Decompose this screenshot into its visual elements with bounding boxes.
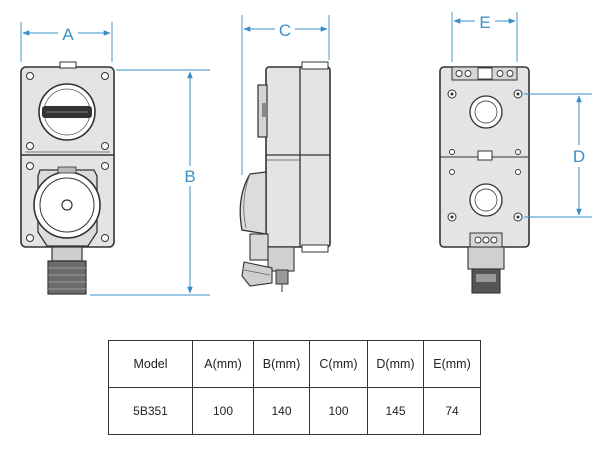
- header-c: C(mm): [309, 340, 368, 388]
- side-housing: [265, 66, 331, 248]
- dimension-b: B: [90, 69, 210, 296]
- header-b: B(mm): [253, 340, 310, 388]
- front-view: [20, 61, 115, 295]
- dimension-c: C: [241, 15, 330, 175]
- header-model: Model: [108, 340, 193, 388]
- dimension-a-label: A: [62, 25, 74, 44]
- dimension-e: E: [451, 12, 518, 62]
- spec-table: Model A(mm) B(mm) C(mm) D(mm) E(mm) 5B35…: [108, 340, 481, 435]
- cell-c: 100: [309, 387, 368, 435]
- dimension-a: A: [20, 22, 113, 62]
- cell-a: 100: [192, 387, 254, 435]
- header-e: E(mm): [423, 340, 481, 388]
- dimension-e-label: E: [479, 13, 490, 32]
- header-d: D(mm): [367, 340, 424, 388]
- cell-b: 140: [253, 387, 310, 435]
- table-row: 5B351 100 140 100 145 74: [108, 387, 481, 435]
- cell-e: 74: [423, 387, 481, 435]
- cell-model: 5B351: [108, 387, 193, 435]
- table-header-row: Model A(mm) B(mm) C(mm) D(mm) E(mm): [108, 340, 481, 388]
- dimension-b-label: B: [184, 167, 195, 186]
- side-view: [239, 61, 331, 292]
- dimension-c-label: C: [279, 21, 291, 40]
- rear-view: [439, 66, 530, 294]
- header-a: A(mm): [192, 340, 254, 388]
- dimension-d-label: D: [573, 147, 585, 166]
- dimension-d: D: [524, 93, 592, 218]
- cell-d: 145: [367, 387, 424, 435]
